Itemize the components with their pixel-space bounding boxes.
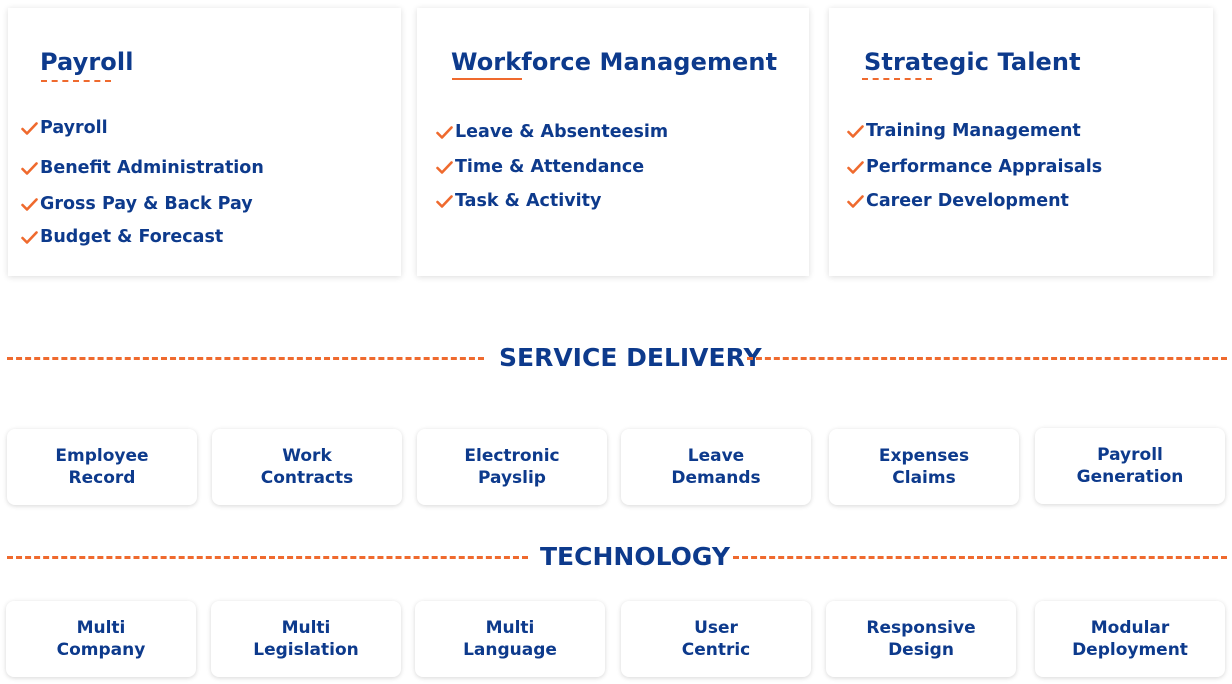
feature-label: Task & Activity	[455, 191, 602, 211]
strategic-talent-card: Strategic Talent Training Management Per…	[829, 8, 1213, 276]
tile-label: Leave	[687, 446, 745, 466]
check-icon	[436, 125, 453, 139]
tile-label: Contracts	[260, 468, 354, 488]
feature-label: Gross Pay & Back Pay	[40, 194, 253, 214]
tile-label: Multi	[76, 618, 126, 638]
section-title: TECHNOLOGY	[540, 542, 730, 571]
feature-label: Performance Appraisals	[866, 157, 1103, 177]
feature-item: Benefit Administration	[21, 158, 264, 178]
tile-label: User	[694, 618, 738, 638]
title-underline	[862, 78, 932, 80]
check-icon	[847, 124, 864, 138]
feature-item: Task & Activity	[436, 191, 601, 211]
dashed-divider-left	[7, 357, 484, 360]
feature-item: Leave & Absenteesim	[436, 122, 668, 142]
feature-label: Payroll	[40, 118, 108, 138]
check-icon	[847, 194, 864, 208]
tile-label: Multi	[281, 618, 331, 638]
section-title: SERVICE DELIVERY	[499, 343, 762, 372]
feature-item: Performance Appraisals	[847, 157, 1102, 177]
tile-label: Multi	[485, 618, 535, 638]
tile-label: Claims	[892, 468, 956, 488]
payroll-card: Payroll Payroll Benefit Administration G…	[8, 8, 401, 276]
card-title: Payroll	[40, 48, 134, 76]
feature-item: Career Development	[847, 191, 1069, 211]
tile-label: Language	[463, 640, 557, 660]
tile-label: Legislation	[253, 640, 359, 660]
check-icon	[21, 197, 38, 211]
tile-label: Responsive	[866, 618, 976, 638]
tile-label: Record	[68, 468, 136, 488]
feature-item: Gross Pay & Back Pay	[21, 194, 253, 214]
feature-label: Leave & Absenteesim	[455, 122, 669, 142]
tile-label: Generation	[1076, 467, 1184, 487]
tile-label: Demands	[671, 468, 761, 488]
dashed-divider-right	[733, 556, 1227, 559]
feature-label: Career Development	[866, 191, 1069, 211]
tile-label: Deployment	[1072, 640, 1188, 660]
tile-label: Design	[888, 640, 954, 660]
check-icon	[847, 160, 864, 174]
card-title: Workforce Management	[451, 48, 778, 76]
feature-label: Training Management	[866, 121, 1081, 141]
feature-label: Budget & Forecast	[40, 227, 224, 247]
check-icon	[21, 121, 38, 135]
feature-item: Budget & Forecast	[21, 227, 223, 247]
workforce-management-card: Workforce Management Leave & Absenteesim…	[417, 8, 809, 276]
tile-label: Employee	[55, 446, 149, 466]
feature-item: Payroll	[21, 118, 108, 138]
feature-item: Time & Attendance	[436, 157, 644, 177]
tile-label: Expenses	[878, 446, 970, 466]
check-icon	[21, 230, 38, 244]
check-icon	[436, 194, 453, 208]
dashed-divider-left	[7, 556, 528, 559]
service-delivery-header: SERVICE DELIVERY	[0, 340, 1232, 376]
tile-label: Modular	[1090, 618, 1170, 638]
feature-item: Training Management	[847, 121, 1081, 141]
title-underline	[41, 80, 111, 82]
feature-label: Benefit Administration	[40, 158, 264, 178]
check-icon	[21, 161, 38, 175]
tile-label: Electronic	[464, 446, 560, 466]
check-icon	[436, 160, 453, 174]
tile-label: Payroll	[1097, 445, 1163, 465]
tile-label: Company	[56, 640, 146, 660]
card-title: Strategic Talent	[864, 48, 1081, 76]
tile-label: Work	[282, 446, 332, 466]
technology-header: TECHNOLOGY	[0, 539, 1232, 575]
dashed-divider-right	[747, 357, 1227, 360]
feature-label: Time & Attendance	[455, 157, 645, 177]
title-underline	[452, 78, 522, 80]
tile-label: Payslip	[478, 468, 546, 488]
tile-label: Centric	[681, 640, 751, 660]
